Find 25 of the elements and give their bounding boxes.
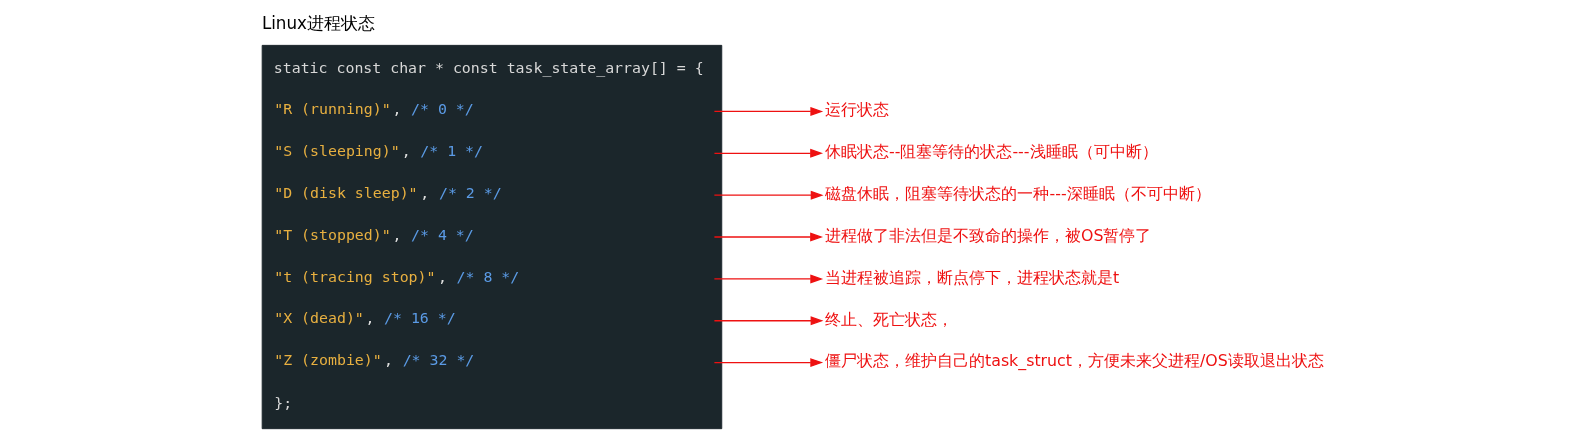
node-text: 进程做了非法但是不致命的操作，被OS暂停了 (825, 225, 1152, 245)
node-text: 当进程被追踪，断点停下，进程状态就是t (825, 267, 1120, 287)
node-text: static const char * const task_state_array[] = { (273, 59, 704, 78)
node-text: "S (sleeping)", /* 1 */ (274, 141, 484, 160)
node-text: 僵尸状态，维护自己的task_struct，方便未来父进程/OS读取退出状态 (825, 351, 1324, 371)
arrow (713, 148, 824, 158)
arrow (713, 358, 824, 368)
node-text: 运行状态 (825, 100, 890, 120)
arrow (713, 106, 824, 116)
arrow (713, 274, 824, 284)
node-text: "X (dead)", /* 16 */ (274, 309, 456, 328)
node-text: 磁盘休眠，阻塞等待状态的一种---深睡眠（不可中断） (825, 183, 1211, 203)
cluster (261, 44, 723, 430)
node-text: "Z (zombie)", /* 32 */ (274, 351, 475, 370)
arrow (713, 190, 824, 200)
node-text: }; (274, 394, 293, 413)
arrow (713, 316, 824, 326)
diagram-title: Linux进程状态 (261, 13, 375, 33)
arrow (713, 232, 823, 242)
node-text: "R (running)", /* 0 */ (274, 100, 474, 119)
node-text: 休眠状态--阻塞等待的状态---浅睡眠（可中断） (825, 142, 1158, 162)
node-text: "t (tracing stop)", /* 8 */ (274, 267, 520, 286)
node-text: "T (stopped)", /* 4 */ (274, 225, 474, 244)
node-text: "D (disk sleep)", /* 2 */ (274, 183, 502, 202)
node-text: 终止、死亡状态， (825, 309, 954, 329)
